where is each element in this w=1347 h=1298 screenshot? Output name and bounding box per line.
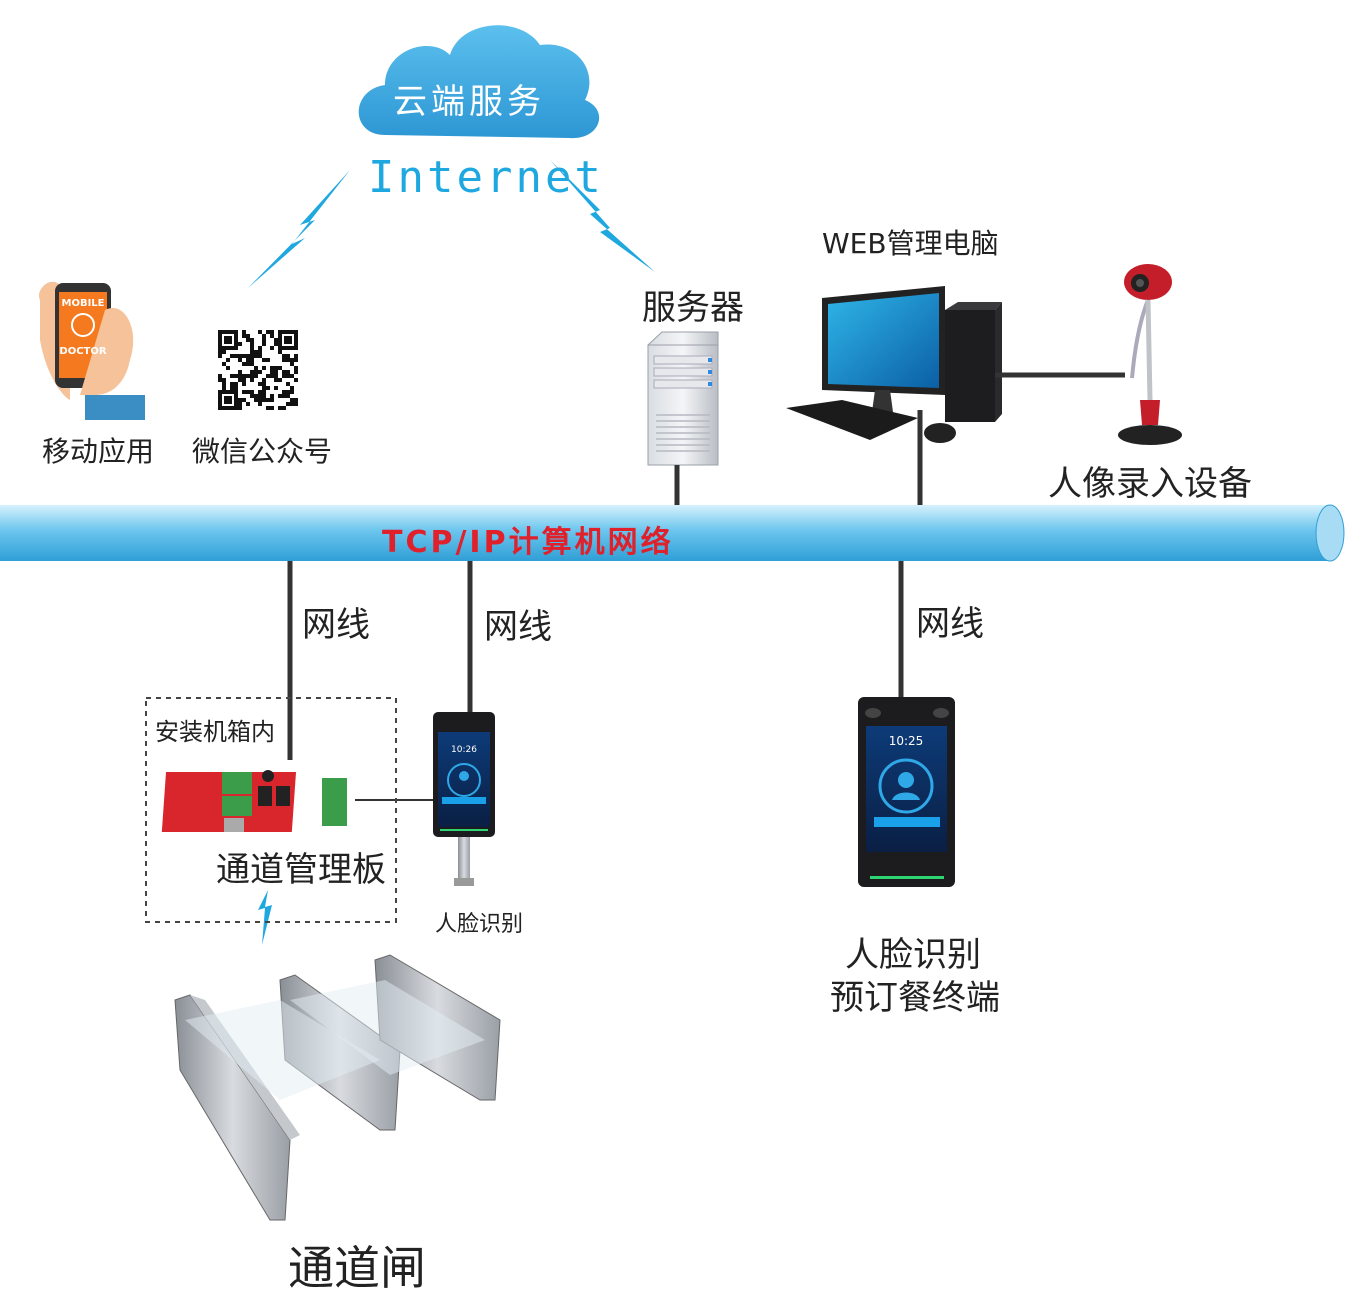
lightning-right-icon <box>550 160 655 272</box>
internet-label: Internet <box>368 152 604 203</box>
lightning-small-icon <box>258 890 272 945</box>
cabinet-label: 安装机箱内 <box>155 718 275 746</box>
camera-icon <box>1118 264 1182 445</box>
wechat-label: 微信公众号 <box>192 435 333 468</box>
face-terminal-time: 10:25 <box>889 734 924 748</box>
gate-label: 通道闸 <box>288 1241 426 1295</box>
cable-left-label: 网线 <box>302 605 370 645</box>
turnstile-gate-icon <box>174 954 501 1221</box>
mobile-phone-text-2: DOCTOR <box>59 346 106 357</box>
face-terminal-large-icon <box>858 697 955 887</box>
cloud-label: 云端服务 <box>393 82 545 122</box>
cabinet-box <box>145 697 397 923</box>
web-pc-label: WEB管理电脑 <box>822 227 999 260</box>
board-label: 通道管理板 <box>216 850 386 890</box>
network-label: TCP/IP计算机网络 <box>382 525 674 560</box>
cable-middle-label: 网线 <box>484 607 552 647</box>
cloud-icon <box>358 25 600 139</box>
mobile-app-label: 移动应用 <box>42 435 155 468</box>
mobile-phone-text-1: MOBILE <box>62 298 105 309</box>
server-icon <box>647 331 719 466</box>
face-terminal-small-icon <box>433 712 495 886</box>
server-label: 服务器 <box>642 288 744 328</box>
qr-code-icon <box>218 330 298 410</box>
board-icon <box>161 770 347 832</box>
cable-right-label: 网线 <box>916 604 984 644</box>
lightning-left-icon <box>248 170 350 288</box>
face-small-label: 人脸识别 <box>435 912 524 937</box>
face-terminal-label-line1: 人脸识别 <box>845 935 981 975</box>
computer-icon <box>786 286 1002 443</box>
face-small-time: 10:26 <box>451 745 477 755</box>
face-terminal-label-line2: 预订餐终端 <box>830 978 1000 1018</box>
mobile-app-icon <box>39 281 145 420</box>
camera-label: 人像录入设备 <box>1048 464 1252 504</box>
network-pipe <box>0 504 1345 562</box>
